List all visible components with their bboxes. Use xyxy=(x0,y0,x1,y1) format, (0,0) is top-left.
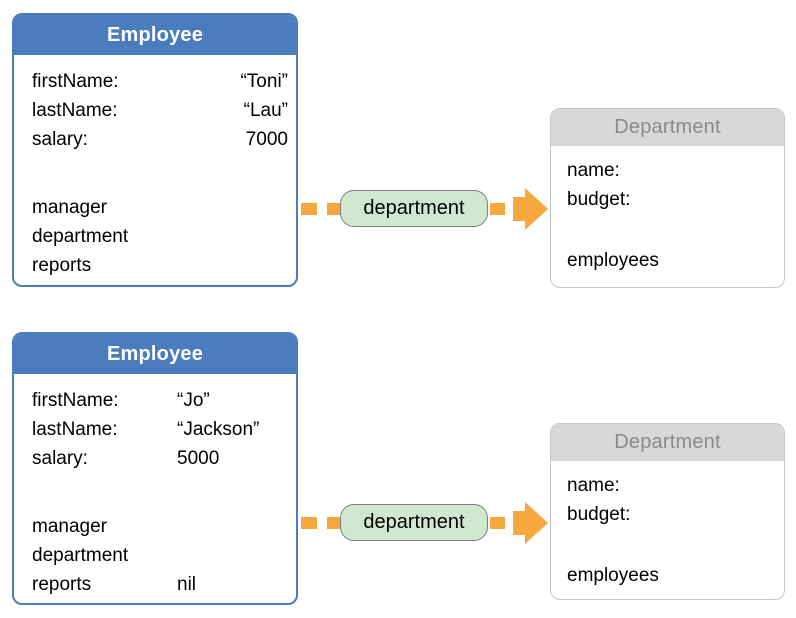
relationship-pill-label: department xyxy=(363,197,465,219)
relationship-label: manager xyxy=(32,515,107,537)
attribute-value: “Jackson” xyxy=(177,418,260,440)
relationship-arrow-top: department xyxy=(298,184,550,234)
row-spacer xyxy=(14,473,296,512)
attribute-row-salary: salary: 7000 xyxy=(14,125,296,154)
attribute-row-budget: budget: xyxy=(551,500,784,529)
attribute-row-lastname: lastName: “Lau” xyxy=(14,96,296,125)
attribute-label: name: xyxy=(567,474,620,496)
attribute-value: “Jo” xyxy=(177,389,210,411)
department-object-bottom: Department name: budget: employees xyxy=(550,423,785,600)
relationship-row-reports: reports xyxy=(14,251,296,280)
relationship-value: nil xyxy=(177,573,197,595)
relationship-row-manager: manager xyxy=(14,512,296,541)
dashed-arrow-graphic xyxy=(301,188,548,230)
department-object-top: Department name: budget: employees xyxy=(550,108,785,288)
arrowhead-icon xyxy=(513,188,548,230)
attribute-row-name: name: xyxy=(551,471,784,500)
relationship-pill-bottom: department xyxy=(340,504,488,541)
attribute-value: 7000 xyxy=(245,128,288,150)
relationship-row-reports: reports nil xyxy=(14,570,296,599)
attribute-row-firstname: firstName: “Toni” xyxy=(14,67,296,96)
attribute-row-name: name: xyxy=(551,156,784,185)
attribute-label: salary: xyxy=(32,447,88,469)
attribute-value: 5000 xyxy=(177,447,220,469)
department-object-top-body: name: budget: employees xyxy=(551,146,784,275)
attribute-row-lastname: lastName: “Jackson” xyxy=(14,415,296,444)
relationship-row-employees: employees xyxy=(551,561,784,590)
department-object-bottom-body: name: budget: employees xyxy=(551,461,784,590)
relationship-label: employees xyxy=(567,564,659,586)
attribute-label: budget: xyxy=(567,188,631,210)
attribute-label: firstName: xyxy=(32,389,119,411)
department-object-top-title: Department xyxy=(551,109,784,146)
relationship-label: reports xyxy=(32,573,92,595)
relationship-label: department xyxy=(32,544,129,566)
attribute-label: budget: xyxy=(567,503,631,525)
employee-object-bottom-title: Employee xyxy=(14,334,296,374)
relationship-arrow-bottom: department xyxy=(298,498,550,548)
attribute-label: firstName: xyxy=(32,70,119,92)
employee-object-top-body: firstName: “Toni” lastName: “Lau” salary… xyxy=(14,55,296,280)
attribute-row-salary: salary: 5000 xyxy=(14,444,296,473)
relationship-pill-label: department xyxy=(363,511,465,533)
relationship-pill-top: department xyxy=(340,190,488,227)
row-spacer xyxy=(551,214,784,246)
relationship-row-employees: employees xyxy=(551,246,784,275)
attribute-row-budget: budget: xyxy=(551,185,784,214)
attribute-label: salary: xyxy=(32,128,88,150)
relationship-row-department: department xyxy=(14,541,296,570)
employee-object-bottom: Employee firstName: “Jo” lastName: “Jack… xyxy=(12,332,298,605)
relationship-label: manager xyxy=(32,196,107,218)
relationship-label: employees xyxy=(567,249,659,271)
row-spacer xyxy=(14,154,296,193)
dashed-arrow-graphic xyxy=(301,502,548,544)
attribute-row-firstname: firstName: “Jo” xyxy=(14,386,296,415)
employee-object-top-title: Employee xyxy=(14,15,296,55)
attribute-label: lastName: xyxy=(32,99,118,121)
department-object-bottom-title: Department xyxy=(551,424,784,461)
attribute-label: lastName: xyxy=(32,418,118,440)
arrowhead-icon xyxy=(513,502,548,544)
attribute-value: “Lau” xyxy=(243,99,288,121)
employee-object-top: Employee firstName: “Toni” lastName: “La… xyxy=(12,13,298,287)
relationship-row-department: department xyxy=(14,222,296,251)
attribute-label: name: xyxy=(567,159,620,181)
relationship-label: department xyxy=(32,225,129,247)
relationship-label: reports xyxy=(32,254,92,276)
row-spacer xyxy=(551,529,784,561)
employee-object-bottom-body: firstName: “Jo” lastName: “Jackson” sala… xyxy=(14,374,296,599)
attribute-value: “Toni” xyxy=(240,70,288,92)
relationship-row-manager: manager xyxy=(14,193,296,222)
